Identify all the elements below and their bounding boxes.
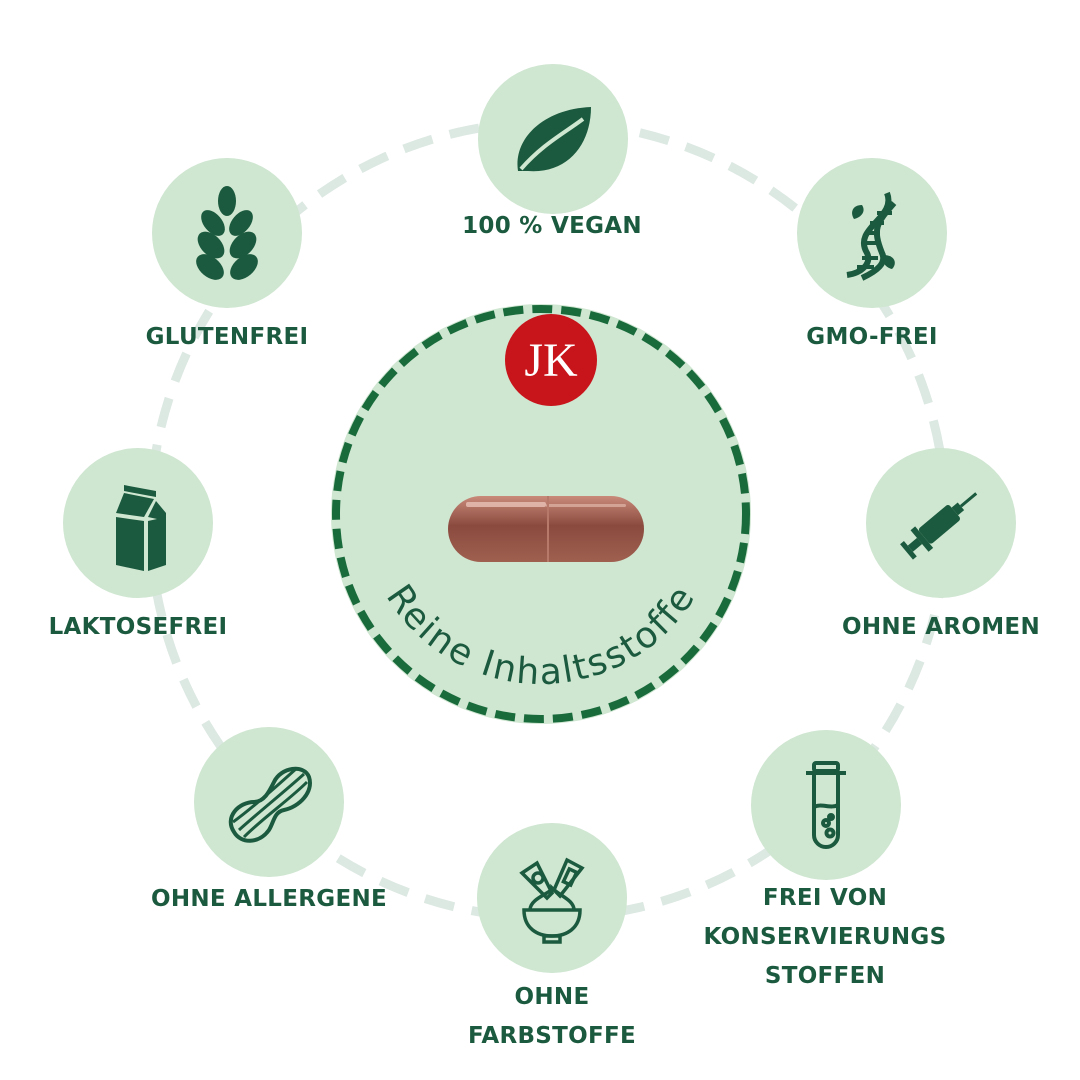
label-farbstoffe: OHNE FARBSTOFFE: [467, 984, 637, 1049]
syringe-icon: [900, 492, 978, 560]
logo-text: JK: [524, 334, 578, 387]
label-allergene: OHNE ALLERGENE: [150, 886, 388, 912]
label-aromen: OHNE AROMEN: [842, 614, 1040, 640]
badge-farbstoffe: [477, 823, 627, 973]
arc-title-text: Reine Inhaltsstoffe: [378, 577, 702, 693]
badge-laktose: [63, 448, 213, 598]
badge-gmo: [797, 158, 947, 308]
milk-carton-icon: [116, 485, 166, 571]
label-konservierung: FREI VON KONSERVIERUNGS STOFFEN: [703, 885, 947, 989]
badge-allergene: [194, 727, 344, 877]
label-gluten: GLUTENFREI: [145, 324, 309, 350]
badge-aromen: [866, 448, 1016, 598]
bowl-tubes-icon: [519, 857, 585, 944]
label-vegan: 100 % VEGAN: [462, 213, 642, 239]
badge-gluten: [152, 158, 302, 308]
svg-text:Reine Inhaltsstoffe: Reine Inhaltsstoffe: [378, 577, 704, 693]
label-laktose: LAKTOSEFREI: [48, 614, 228, 640]
badge-konservierung: [751, 730, 901, 880]
capsule-image: [448, 496, 644, 562]
center-dashed-border: [332, 305, 750, 723]
wheat-icon: [196, 186, 258, 280]
arc-title: Reine Inhaltsstoffe: [378, 577, 704, 693]
dna-icon: [846, 191, 897, 281]
brand-logo: JK: [505, 314, 597, 406]
badge-vegan: [478, 64, 628, 214]
label-gmo: GMO-FREI: [806, 324, 938, 350]
leaf-icon: [517, 107, 591, 172]
peanut-icon: [228, 766, 312, 843]
test-tube-icon: [806, 761, 846, 849]
